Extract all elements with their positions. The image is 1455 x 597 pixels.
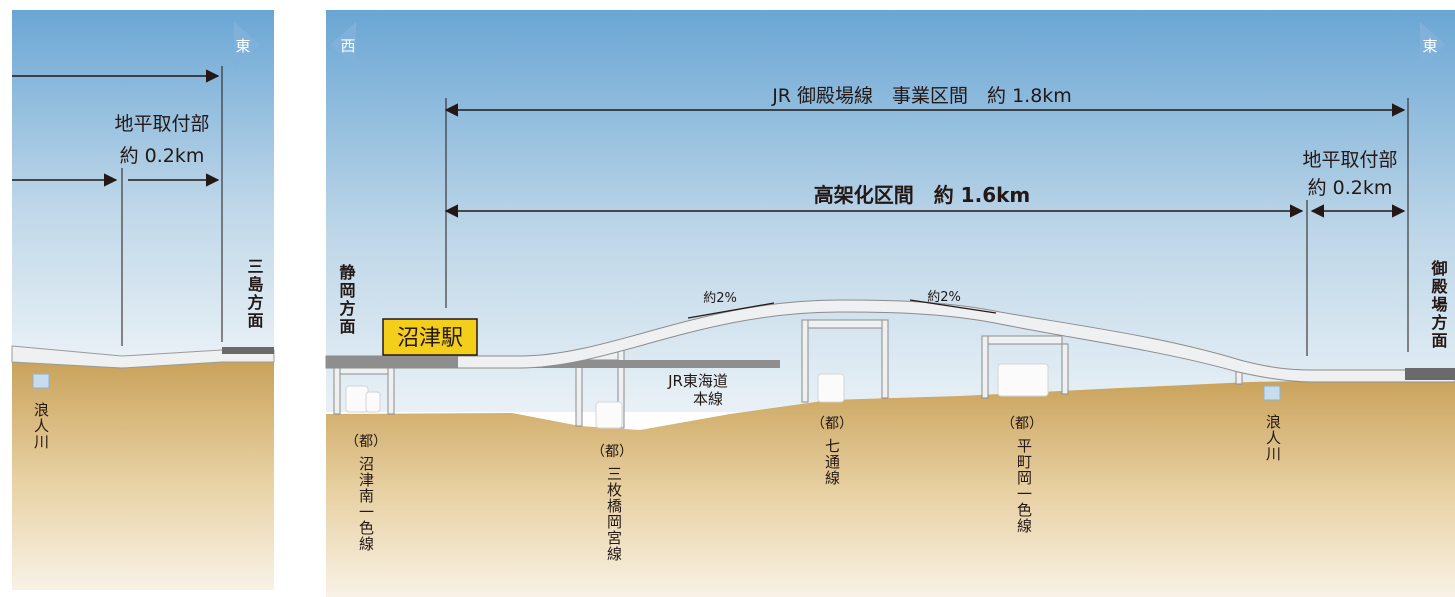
east-arrow-left	[234, 22, 260, 68]
project-span-label: JR 御殿場線 事業区間 約 1.8km	[771, 85, 1072, 107]
main-panel: 約2% 約2% 西 東 JR 御殿場線 事業区間 約 1.8km 高架化区間 約…	[325, 10, 1455, 597]
left-track-block	[222, 347, 274, 354]
tokaido-line-label-2: 本線	[693, 390, 723, 408]
road-nana-dori: 七通線	[823, 438, 841, 486]
east-arrow-main	[1420, 22, 1446, 68]
road-prefix-4: （都）	[1001, 416, 1043, 432]
left-ground-connection-title: 地平取付部	[114, 113, 209, 135]
gradient-down-line	[909, 299, 997, 314]
west-label: 西	[340, 37, 355, 55]
road-mimaibashi-okamiya: 三枚橋岡宮線	[605, 466, 623, 562]
east-label-left: 東	[235, 37, 250, 55]
gradient-down-label: 約2%	[927, 290, 961, 305]
left-ground-connection-length: 約 0.2km	[120, 145, 205, 167]
station-box	[382, 318, 478, 356]
main-river-mark	[1263, 385, 1281, 401]
tokaido-line-band	[530, 360, 780, 368]
mishima-direction-label: 三島方面	[245, 258, 264, 330]
gotemba-direction-label: 御殿場方面	[1429, 259, 1449, 350]
left-river-mark	[32, 373, 50, 389]
elevated-span-label: 高架化区間 約 1.6km	[814, 183, 1031, 207]
ground-connection-title: 地平取付部	[1302, 149, 1397, 171]
left-track	[11, 345, 275, 369]
east-grade-block	[1405, 368, 1455, 380]
main-river-label: 浪人川	[1264, 414, 1282, 462]
main-ground	[326, 378, 1455, 597]
left-panel: 東 地平取付部 約 0.2km 三島方面 浪人川	[11, 10, 275, 590]
left-sky	[12, 10, 274, 360]
road-prefix-2: （都）	[591, 444, 633, 460]
gradient-up-line	[687, 302, 775, 319]
road-prefix-3: （都）	[811, 416, 853, 432]
road-vehicles	[345, 363, 1049, 429]
left-river-label: 浪人川	[32, 402, 50, 450]
elevated-deck	[325, 299, 1455, 383]
road-hiramachi-oka-isshiki: 平町岡一色線	[1015, 438, 1033, 534]
shizuoka-direction-label: 静岡方面	[337, 263, 356, 336]
road-numazu-minami-isshiki: 沼津南一色線	[357, 456, 375, 552]
tokaido-line-label-1: JR東海道	[667, 372, 728, 390]
left-ground	[12, 360, 274, 590]
east-label-main: 東	[1422, 37, 1437, 55]
road-prefix-1: （都）	[345, 434, 387, 450]
ground-connection-length: 約 0.2km	[1308, 177, 1393, 199]
west-arrow	[330, 22, 356, 68]
gradient-up-label: 約2%	[703, 291, 737, 306]
station-platform	[326, 356, 458, 368]
station-label: 沼津駅	[397, 326, 463, 351]
